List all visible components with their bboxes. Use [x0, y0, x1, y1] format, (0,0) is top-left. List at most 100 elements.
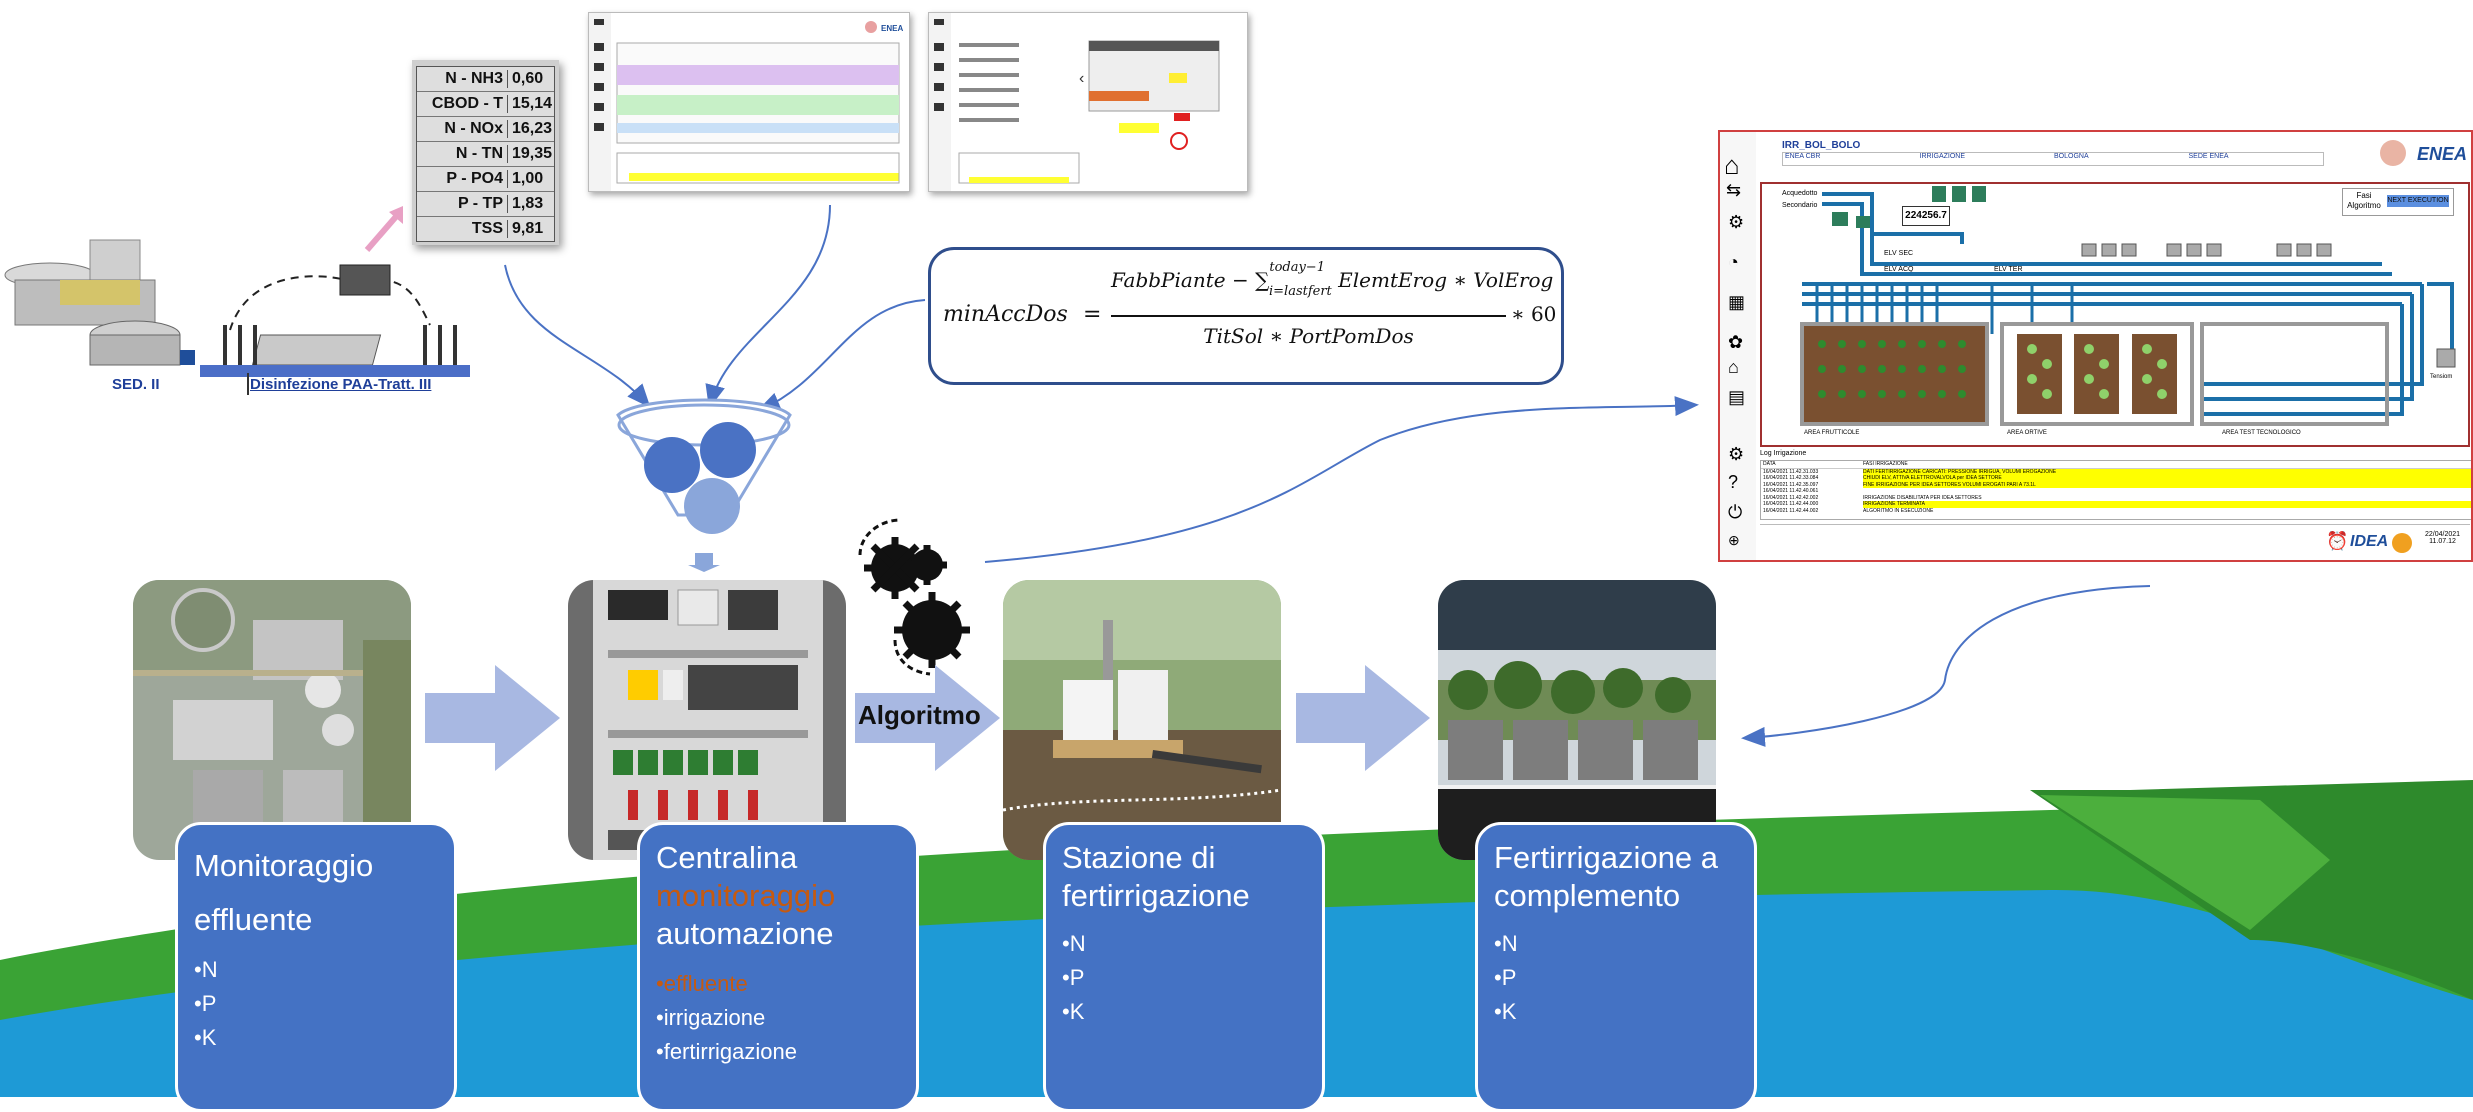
log-text: CHIUDI ELV, ATTIVA ELETTROVALVOLA per ID… — [1863, 475, 2471, 482]
analyzer-param: P - PO4 — [417, 170, 508, 188]
log-col-date: DATA — [1763, 461, 1776, 467]
card3-title-line1: Stazione di — [1062, 840, 1216, 875]
analyzer-param: N - NH3 — [417, 70, 508, 88]
tensiometer-label: Tensiom — [2430, 374, 2453, 380]
area-label: AREA FRUTTICOLE — [1804, 430, 1860, 436]
treatment-plant-diagram — [4, 239, 470, 395]
analyzer-value: 15,14 — [512, 95, 553, 112]
photo-fertigated-crates — [1438, 580, 1716, 860]
gear-group-icon[interactable]: ⚙ — [1728, 444, 1745, 464]
card2-item-effluente: effluente — [656, 967, 900, 1001]
back-icon[interactable]: ⇆ — [1726, 180, 1742, 200]
formula-box: minAccDos = FabbPiante − ∑today−1i=lastf… — [928, 247, 1564, 385]
card-stazione-fertirrigazione: Stazione di fertirrigazione N P K — [1043, 822, 1325, 1112]
card4-item: K — [1494, 995, 1738, 1029]
zoom-icon[interactable]: ⊕ — [1728, 532, 1740, 548]
log-time: 16/04/2021 11.42.35.097 — [1763, 481, 1819, 488]
source-acquedotto: Acquedotto — [1782, 190, 1818, 197]
card3-item: P — [1062, 961, 1306, 995]
formula-sum-upper: today−1 — [1269, 260, 1325, 275]
analyzer-value: 1,00 — [512, 170, 544, 187]
formula-multiplier: ∗ 60 — [1511, 302, 1557, 326]
card1-item: N — [194, 953, 438, 987]
card3-title-line2: fertirrigazione — [1062, 878, 1250, 913]
analyzer-value: 9,81 — [512, 220, 544, 237]
log-text: FINE IRRIGAZIONE PER IDEA SETTORES VOLUM… — [1863, 481, 2471, 488]
arrow-gears-to-scada — [984, 396, 1699, 563]
alarm-clock-icon[interactable]: ⏰ — [2326, 531, 2349, 551]
flow-arrow-1 — [425, 665, 560, 771]
next-execution-button[interactable]: NEXT EXECUTION — [2387, 195, 2449, 207]
arrow-thumbs-to-funnel — [705, 204, 831, 409]
log-col-phase: FASI IRRIGAZIONE — [1863, 461, 1908, 467]
scada-field: BOLOGNA — [2054, 153, 2089, 160]
fasi-panel: Fasi Algoritmo NEXT EXECUTION — [2342, 188, 2454, 216]
card1-item: K — [194, 1021, 438, 1055]
formula-numerator: FabbPiante − ∑today−1i=lastfert ElemtEro… — [1111, 260, 1553, 299]
formula-num-b: ElemtErog ∗ VolErog — [1331, 268, 1554, 292]
algorithm-label: Algoritmo — [858, 700, 981, 730]
scada-footer: ⏰ IDEA 22/04/2021 11.07.12 — [1760, 524, 2470, 560]
area-label: AREA ORTIVE — [2007, 430, 2047, 436]
clipboard-icon[interactable]: ▤ — [1728, 387, 1746, 407]
help-icon[interactable]: ? — [1728, 472, 1739, 492]
scada-window: ⌂ ⇆ ⚙ ◔ ▦ ✿ ⌂ ▤ ⚙ ? ⏻ ⊕ IRR_BOL_BOLO ENE… — [1718, 130, 2473, 562]
formula-sum: ∑ — [1255, 268, 1270, 292]
card2-title-line2: monitoraggio — [656, 878, 836, 913]
flow-arrow-3 — [1296, 665, 1430, 771]
card-monitoraggio-effluente: Monitoraggio effluente N P K — [175, 822, 457, 1112]
gauge-icon[interactable]: ◔ — [1728, 252, 1739, 272]
pink-arrow — [364, 206, 403, 252]
log-time: 16/04/2021 11.42.44.002 — [1763, 507, 1819, 514]
scada-field: ENEA CBR — [1785, 153, 1821, 160]
svg-text:‹: ‹ — [1079, 70, 1084, 87]
log-text: IRRIGAZIONE DISABILITATA PER IDEA SETTOR… — [1863, 494, 1982, 501]
flow-arrow-2 — [855, 665, 1000, 771]
analyzer-value: 0,60 — [512, 70, 544, 87]
irrigation-network — [1800, 186, 2456, 426]
formula-equals: = — [1083, 302, 1102, 327]
card-centralina: Centralina monitoraggio automazione effl… — [637, 822, 919, 1112]
valve-label: ELV ACQ — [1884, 266, 1914, 273]
power-icon[interactable]: ⏻ — [1728, 502, 1743, 522]
valve-label: ELV SEC — [1884, 250, 1914, 257]
area-label: AREA TEST TECNOLOGICO — [2222, 430, 2301, 436]
fasi-label: Fasi Algoritmo — [2347, 191, 2381, 210]
home-icon[interactable]: ⌂ — [1724, 150, 1740, 180]
valve-label: ELV TER — [1994, 266, 2023, 273]
house-icon[interactable]: ⌂ — [1728, 357, 1739, 377]
plant-icon[interactable]: ✿ — [1728, 332, 1744, 352]
card3-item: K — [1062, 995, 1306, 1029]
university-seal — [2380, 140, 2406, 166]
sed-label: SED. II — [112, 376, 160, 393]
analyzer-param: TSS — [417, 220, 508, 238]
card1-title-line2: effluente — [194, 902, 313, 937]
source-secondario: Secondario — [1782, 202, 1818, 209]
card4-title-line2: complemento — [1494, 878, 1681, 913]
calendar-icon[interactable]: ▦ — [1728, 292, 1746, 312]
log-row: 16/04/2021 11.42.40.061 — [1761, 488, 2471, 495]
enea-logo: ENEA — [2417, 144, 2468, 164]
log-time: 16/04/2021 11.42.44.000 — [1763, 501, 1819, 507]
settings-icon[interactable]: ⚙ — [1728, 212, 1745, 232]
arrow-table-to-funnel — [504, 264, 651, 409]
log-text: IRRIGAZIONE TERMINATA — [1863, 501, 2471, 508]
log-time: 16/04/2021 11.42.31.033 — [1763, 468, 1819, 475]
analyzer-param: CBOD - T — [417, 95, 508, 113]
photo-control-panel — [568, 580, 846, 860]
card2-title-line3: automazione — [656, 916, 834, 951]
scada-diagram: Acquedotto Secondario 224256.7 ELV SEC E… — [1760, 182, 2470, 447]
arrow-formula-to-funnel — [756, 299, 926, 412]
log-text: ALGORITMO IN ESECUZIONE — [1863, 507, 1934, 514]
software-thumbnail-table: ENEA — [588, 12, 910, 192]
scada-header-fields: ENEA CBR IRRIGAZIONE BOLOGNA SEDE ENEA — [1782, 152, 2324, 166]
thumbnail-table-graphic: ENEA — [589, 13, 903, 191]
analyzer-value: 19,35 — [512, 145, 553, 162]
